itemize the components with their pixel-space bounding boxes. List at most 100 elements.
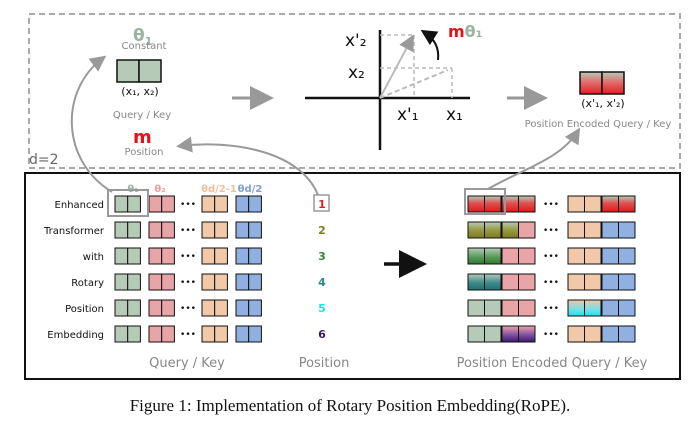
encoded-vector-cell bbox=[601, 195, 619, 213]
encoded-vector-cell bbox=[618, 325, 636, 343]
encoded-vector-cell bbox=[518, 195, 536, 213]
encoded-vector-cell bbox=[467, 247, 485, 265]
qk-vector-cell bbox=[235, 247, 250, 265]
encoded-vector-cell bbox=[584, 273, 602, 291]
encoded-vector-cell bbox=[484, 221, 502, 239]
token-word: Transformer bbox=[43, 226, 105, 237]
qk-vector-cell bbox=[235, 299, 250, 317]
encoded-vector-cell bbox=[467, 273, 485, 291]
qk-vector-cell bbox=[201, 299, 216, 317]
ellipsis: ••• bbox=[180, 200, 196, 210]
encoded-vector-cell bbox=[567, 273, 585, 291]
qk-cell-2 bbox=[138, 59, 162, 83]
qk-vector-cell bbox=[214, 325, 228, 343]
d-label: d=2 bbox=[29, 152, 59, 168]
encoded-highlight-box bbox=[464, 188, 506, 215]
qk-vector-cell bbox=[114, 247, 129, 265]
encoded-vector-cell bbox=[618, 273, 636, 291]
qk-vector-cell bbox=[235, 273, 250, 291]
qk-cell-1 bbox=[116, 59, 140, 83]
token-word: Position bbox=[65, 304, 104, 315]
qk-vector-cell bbox=[161, 195, 175, 213]
constant-label: Constant bbox=[122, 41, 167, 52]
qk-vector-cell bbox=[127, 195, 141, 213]
axis-label-x2: x₂ bbox=[348, 63, 365, 83]
encoded-vector-cell bbox=[601, 247, 619, 265]
token-row: Transformer•••2••• bbox=[43, 221, 636, 239]
encoded-vector-cell bbox=[501, 247, 519, 265]
qk-vector-cell bbox=[214, 221, 228, 239]
encoded-vector-cell bbox=[584, 221, 602, 239]
qk-vector-cell bbox=[148, 325, 163, 343]
position-number: 6 bbox=[318, 328, 326, 341]
ellipsis: ••• bbox=[543, 226, 559, 236]
axis-label-x1: x₁ bbox=[446, 105, 463, 125]
qk-vector-cell bbox=[127, 273, 141, 291]
encoded-vector-cell bbox=[467, 221, 485, 239]
qk-vector-cell bbox=[148, 273, 163, 291]
encoded-vector-cell bbox=[484, 325, 502, 343]
qk-vector-cell bbox=[201, 325, 216, 343]
theta-header-2: θ₂ bbox=[154, 184, 165, 195]
encoded-vector-cell bbox=[501, 299, 519, 317]
axis-label-x2-prime: x'₂ bbox=[345, 31, 367, 51]
ellipsis: ••• bbox=[180, 226, 196, 236]
encoded-cell-1 bbox=[579, 71, 603, 95]
qk-vector-cell bbox=[127, 221, 141, 239]
ellipsis: ••• bbox=[543, 304, 559, 314]
qk-vector-cell bbox=[214, 195, 228, 213]
qk-vector-cell bbox=[248, 247, 262, 265]
encoded-vector-cell bbox=[518, 221, 536, 239]
qk-vector-cell bbox=[248, 273, 262, 291]
encoded-vector-cell bbox=[618, 299, 636, 317]
qk-vector-cell bbox=[114, 325, 129, 343]
qk-vector-cell bbox=[114, 195, 129, 213]
qk-vector-cell bbox=[248, 299, 262, 317]
encoded-vector-cell bbox=[567, 299, 585, 317]
encoded-vector-cell bbox=[467, 325, 485, 343]
axis-label-x1-prime: x'₁ bbox=[397, 105, 419, 125]
encoded-vector-cell bbox=[601, 325, 619, 343]
ellipsis: ••• bbox=[543, 330, 559, 340]
caption-position: Position bbox=[299, 356, 350, 371]
arrow-position-to-m bbox=[176, 136, 319, 196]
qk-vector-cell bbox=[201, 247, 216, 265]
qk-vector-cell bbox=[114, 273, 129, 291]
ellipsis: ••• bbox=[180, 330, 196, 340]
qk-vector-cell bbox=[161, 299, 175, 317]
encoded-vector-cell bbox=[467, 195, 485, 213]
qk-vector-cell bbox=[148, 221, 163, 239]
encoded-vector-cell bbox=[567, 247, 585, 265]
token-word: Rotary bbox=[71, 278, 104, 289]
ellipsis: ••• bbox=[180, 252, 196, 262]
encoded-vector-cell bbox=[601, 299, 619, 317]
encoded-vector-cell bbox=[467, 299, 485, 317]
qk-vector-cell bbox=[161, 221, 175, 239]
encoded-vector-cell bbox=[601, 273, 619, 291]
encoded-vector-cell bbox=[518, 273, 536, 291]
theta-header-4: θd/2 bbox=[238, 184, 263, 195]
token-row: with•••3••• bbox=[83, 247, 636, 265]
figure-caption: Figure 1: Implementation of Rotary Posit… bbox=[129, 396, 571, 415]
qk-vector-cell bbox=[248, 325, 262, 343]
encoded-vector-cell bbox=[618, 221, 636, 239]
encoded-vector-cell bbox=[484, 195, 502, 213]
qk-vector-cell bbox=[114, 221, 129, 239]
encoded-vector-cell bbox=[501, 325, 519, 343]
qk-vector-cell bbox=[161, 325, 175, 343]
qk-vector-cell bbox=[248, 195, 262, 213]
encoded-vector-cell bbox=[584, 247, 602, 265]
bottom-panel-border bbox=[24, 172, 681, 380]
caption-encoded: Position Encoded Query / Key bbox=[457, 356, 648, 371]
ellipsis: ••• bbox=[543, 278, 559, 288]
top-panel-border bbox=[28, 13, 681, 169]
encoded-vector-cell bbox=[567, 221, 585, 239]
qk-vector-cell bbox=[201, 273, 216, 291]
token-word: Embedding bbox=[47, 330, 104, 341]
token-row: Rotary•••4••• bbox=[71, 273, 636, 291]
position-highlight-box bbox=[313, 194, 330, 212]
theta-header-3: θd/2-1 bbox=[201, 184, 237, 195]
encoded-vector-cell bbox=[584, 195, 602, 213]
caption-query-key: Query / Key bbox=[149, 356, 225, 371]
